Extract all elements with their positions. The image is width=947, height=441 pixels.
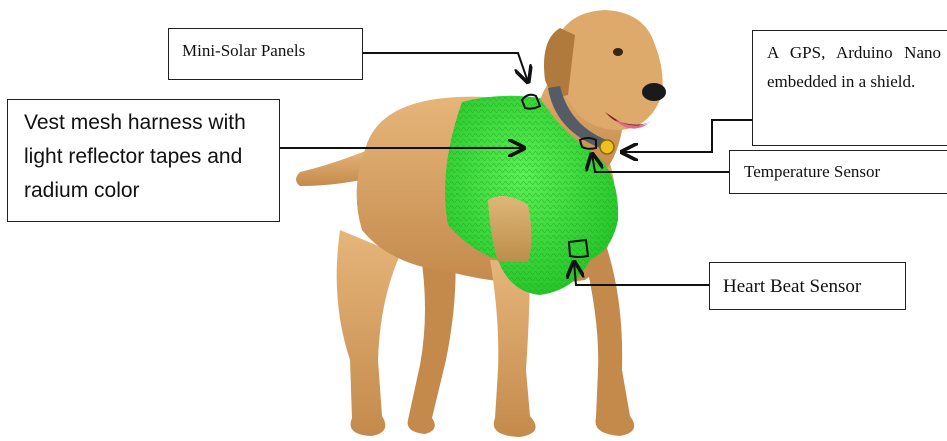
dog-hind-leg-back <box>408 250 456 434</box>
dog-eye <box>613 48 623 56</box>
gps-device-icon <box>600 140 614 154</box>
vest-harness-label: Vest mesh harness with light reflector t… <box>7 99 280 222</box>
temperature-sensor-label: Temperature Sensor <box>729 150 947 194</box>
solar-connector <box>363 53 528 82</box>
dog-hind-leg-front <box>337 230 400 436</box>
heartbeat-sensor-label: Heart Beat Sensor <box>709 262 906 310</box>
solar-panels-label: Mini-Solar Panels <box>168 28 363 80</box>
gps-arduino-label: A GPS, Arduino Nano embedded in a shield… <box>752 30 947 146</box>
dog-front-leg-back <box>583 245 634 436</box>
dog-nose <box>642 83 666 101</box>
